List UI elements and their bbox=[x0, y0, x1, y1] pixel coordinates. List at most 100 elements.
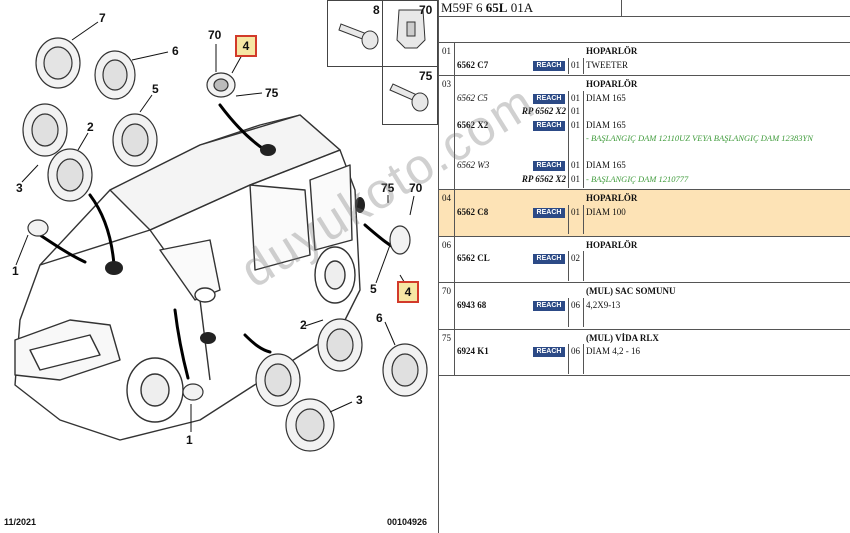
row-line bbox=[454, 218, 850, 234]
callout-70-right: 70 bbox=[409, 181, 423, 195]
column-divider bbox=[568, 90, 569, 107]
column-divider bbox=[568, 117, 569, 134]
quantity: 01 bbox=[571, 106, 580, 116]
quantity: 01 bbox=[571, 206, 580, 217]
part-number[interactable]: 6562 C5 bbox=[457, 92, 488, 103]
part-number[interactable]: 6562 C8 bbox=[457, 206, 489, 217]
callout-2: 2 bbox=[87, 120, 94, 134]
column-divider bbox=[583, 57, 584, 74]
column-divider bbox=[583, 158, 584, 174]
part-description: TWEETER bbox=[586, 59, 628, 70]
ref-prefix: M59F 6 bbox=[441, 0, 486, 15]
part-number[interactable]: 6562 C7 bbox=[457, 59, 489, 70]
column-divider bbox=[583, 218, 584, 234]
part-number[interactable]: 6562 CL bbox=[457, 253, 490, 263]
column-divider bbox=[583, 297, 584, 314]
column-divider bbox=[583, 264, 584, 281]
quantity: 01 bbox=[571, 119, 580, 130]
part-heading: HOPARLÖR bbox=[586, 239, 638, 250]
row-line bbox=[454, 144, 850, 161]
row-number: 06 bbox=[442, 239, 451, 250]
row-line bbox=[454, 357, 850, 374]
row-line: HOPARLÖR bbox=[454, 46, 850, 59]
row-line: - BAŞLANGIÇ DAM 12110UZ VEYA BAŞLANGIÇ D… bbox=[454, 131, 850, 147]
row-line: (MUL) VİDA RLX bbox=[454, 333, 850, 346]
part-description: DIAM 100 bbox=[586, 206, 626, 217]
applicability-note: - BAŞLANGIÇ DAM 12110UZ VEYA BAŞLANGIÇ D… bbox=[586, 133, 813, 143]
row-line bbox=[454, 264, 850, 281]
row-divider bbox=[454, 329, 455, 375]
quantity: 01 bbox=[571, 59, 580, 70]
callout-5: 5 bbox=[152, 82, 159, 96]
part-number[interactable]: 6943 68 bbox=[457, 299, 487, 310]
callout-75-panel: 75 bbox=[419, 69, 433, 83]
row-line: HOPARLÖR bbox=[454, 240, 850, 253]
row-line: HOPARLÖR bbox=[454, 79, 850, 92]
part-description: DIAM 165 bbox=[586, 160, 626, 170]
parts-diagram: 7 6 5 2 3 1 70 4 75 75 70 5 4 2 6 3 1 11… bbox=[4, 11, 428, 527]
part-description: DIAM 165 bbox=[586, 119, 626, 130]
callout-70: 70 bbox=[208, 28, 222, 42]
callout-75-right: 75 bbox=[381, 181, 395, 195]
row-line: 6562 X2 REACH 01 DIAM 165 bbox=[454, 117, 850, 134]
reach-badge: REACH bbox=[533, 347, 565, 357]
row-line: (MUL) SAC SOMUNU bbox=[454, 286, 850, 299]
column-divider bbox=[568, 131, 569, 147]
column-divider bbox=[568, 297, 569, 314]
part-number[interactable]: 6562 X2 bbox=[457, 119, 489, 130]
quantity: 06 bbox=[571, 299, 580, 310]
row-divider bbox=[454, 76, 455, 189]
callout-1: 1 bbox=[12, 264, 19, 278]
footer-ref: 00104926 bbox=[387, 517, 428, 527]
quantity: 01 bbox=[571, 92, 580, 103]
column-divider bbox=[568, 344, 569, 360]
replacement-part: RP 6562 X2 bbox=[521, 106, 566, 116]
quantity: 01 bbox=[571, 173, 580, 184]
part-heading: (MUL) VİDA RLX bbox=[586, 332, 659, 343]
row-divider bbox=[454, 190, 455, 236]
column-divider bbox=[583, 90, 584, 107]
callout-75: 75 bbox=[265, 86, 279, 100]
applicability-note: - BAŞLANGIÇ DAM 1210777 bbox=[586, 173, 689, 184]
footer-date: 11/2021 bbox=[4, 517, 37, 527]
quantity: 02 bbox=[571, 253, 580, 263]
column-divider bbox=[568, 264, 569, 281]
column-divider bbox=[568, 144, 569, 161]
row-divider bbox=[454, 236, 455, 282]
part-heading: (MUL) SAC SOMUNU bbox=[586, 286, 676, 296]
part-description: DIAM 165 bbox=[586, 92, 626, 103]
callout-70-panel: 70 bbox=[419, 3, 433, 17]
part-heading: HOPARLÖR bbox=[586, 193, 638, 203]
column-divider bbox=[568, 57, 569, 74]
callout-3-lower: 3 bbox=[356, 393, 363, 407]
reach-badge: REACH bbox=[533, 120, 565, 131]
row-number: 03 bbox=[442, 79, 451, 89]
part-number[interactable]: 6562 W3 bbox=[457, 160, 490, 170]
part-number[interactable]: 6924 K1 bbox=[457, 346, 489, 356]
callout-6-lower: 6 bbox=[376, 311, 383, 325]
fastener-panel: 8 70 75 bbox=[327, 0, 438, 125]
column-divider bbox=[583, 144, 584, 161]
reach-badge: REACH bbox=[533, 207, 565, 218]
row-divider bbox=[454, 283, 455, 329]
row-line: HOPARLÖR bbox=[454, 193, 850, 206]
column-divider bbox=[568, 251, 569, 267]
quantity: 01 bbox=[571, 160, 580, 170]
column-divider bbox=[583, 344, 584, 360]
column-divider bbox=[583, 357, 584, 374]
column-divider bbox=[568, 104, 569, 120]
ref-bold: 65L bbox=[485, 0, 508, 15]
callout-2-lower: 2 bbox=[300, 318, 307, 332]
